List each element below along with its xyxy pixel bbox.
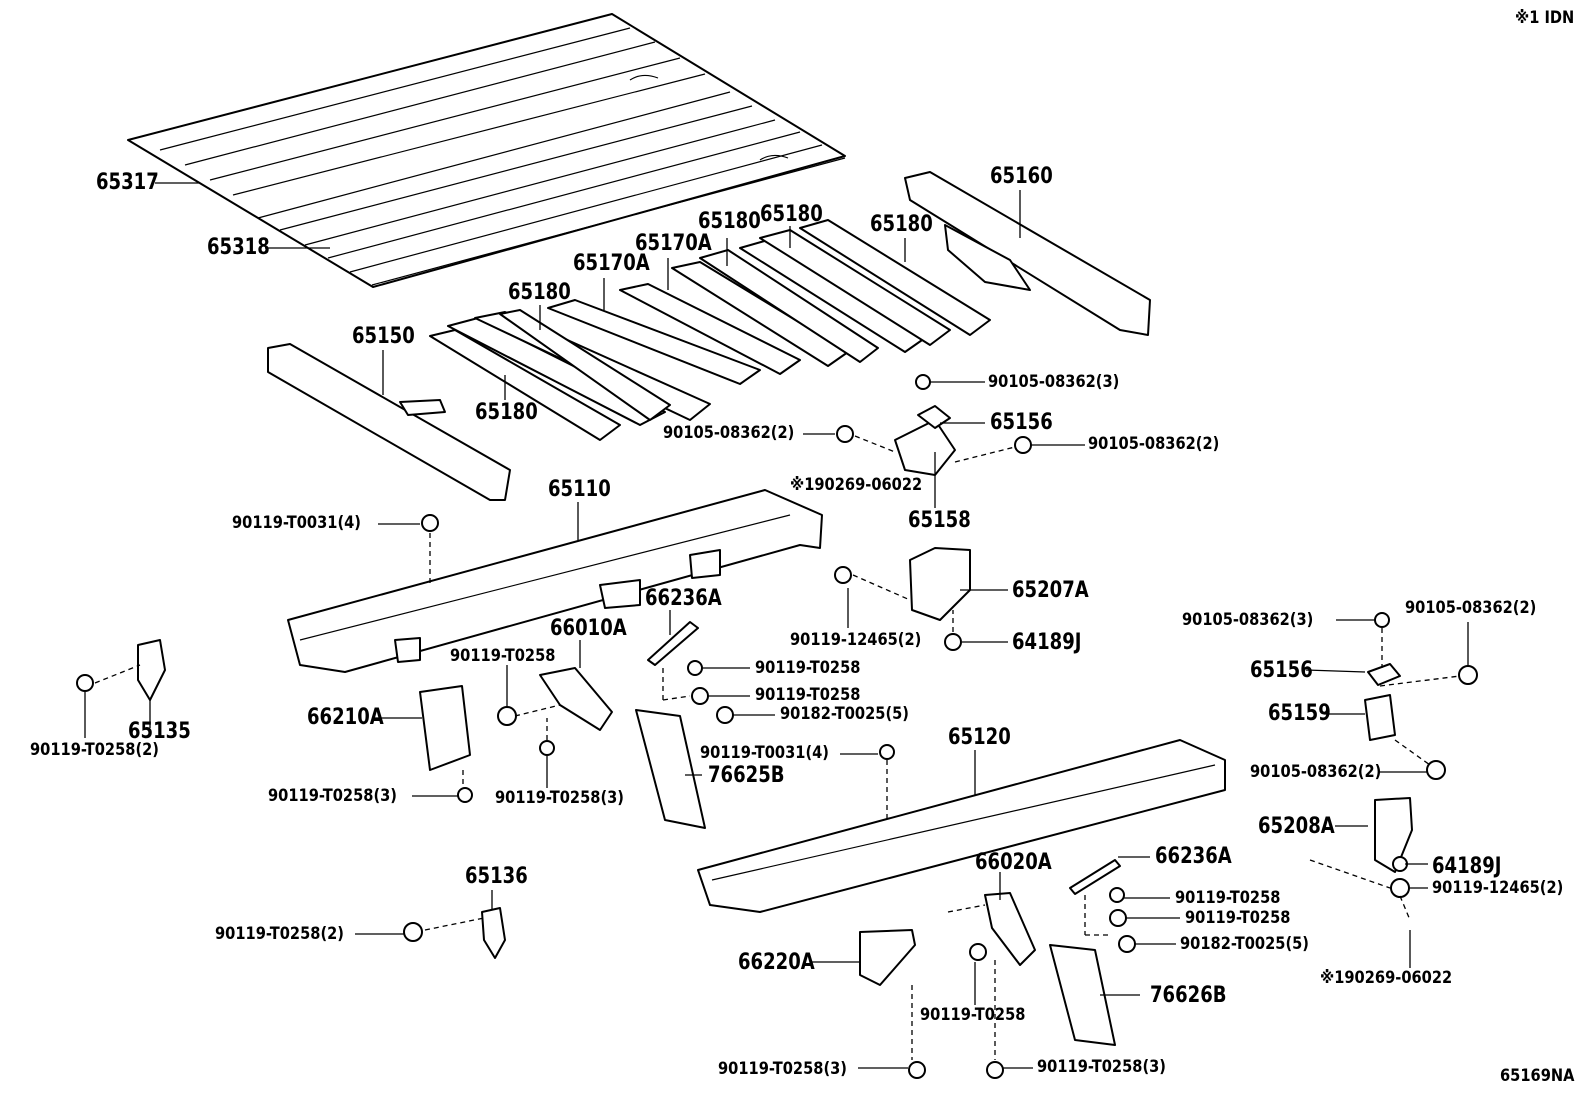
part-label-76626b: 76626B	[1150, 983, 1227, 1008]
part-label-65156: 65156	[990, 410, 1053, 435]
part-label-90119-t0258: 90119-T0258	[755, 685, 861, 705]
figure-code: 65169NA	[1500, 1066, 1575, 1086]
part-label-64189j: 64189J	[1432, 854, 1502, 879]
part-label-90182-t0025: 90182-T0025(5)	[1180, 934, 1309, 954]
part-label-90119-t0258: 90119-T0258(2)	[30, 740, 159, 760]
left-sill	[287, 489, 823, 673]
part-label-65170a: 65170A	[635, 231, 712, 256]
part-label-90105-08362: 90105-08362(2)	[663, 423, 795, 443]
part-label-65208a: 65208A	[1258, 814, 1335, 839]
cross-members	[429, 219, 991, 441]
part-label-90269-06022: ※190269-06022	[790, 475, 923, 495]
right-sill	[697, 739, 1226, 913]
part-label-65150: 65150	[352, 324, 415, 349]
part-label-66236a: 66236A	[1155, 844, 1232, 869]
part-label-90105-08362: 90105-08362(3)	[988, 372, 1120, 392]
part-label-65318: 65318	[207, 235, 270, 260]
part-label-90119-t0258: 90119-T0258(3)	[1037, 1057, 1166, 1077]
part-label-90105-08362: 90105-08362(2)	[1250, 762, 1382, 782]
part-label-65180: 65180	[698, 209, 761, 234]
floor-panel	[127, 13, 846, 288]
part-label-90119-12465: 90119-12465(2)	[1432, 878, 1564, 898]
part-label-90119-t0258: 90119-T0258	[1185, 908, 1291, 928]
brackets	[137, 405, 1413, 1046]
part-label-65207a: 65207A	[1012, 578, 1089, 603]
part-label-65317: 65317	[96, 170, 159, 195]
part-label-90119-t0258: 90119-T0258	[755, 658, 861, 678]
part-label-65135: 65135	[128, 719, 191, 744]
part-label-90119-t0258: 90119-T0258(3)	[268, 786, 397, 806]
part-label-65136: 65136	[465, 864, 528, 889]
part-label-65170a: 65170A	[573, 251, 650, 276]
part-label-65158: 65158	[908, 508, 971, 533]
part-label-65159: 65159	[1268, 701, 1331, 726]
part-label-76625b: 76625B	[708, 763, 785, 788]
part-label-90119-t0258: 90119-T0258	[450, 646, 556, 666]
part-label-90119-t0031: 90119-T0031(4)	[700, 743, 829, 763]
part-label-65156: 65156	[1250, 658, 1313, 683]
part-label-90119-t0258: 90119-T0258(2)	[215, 924, 344, 944]
assembly-lines	[94, 435, 1461, 1060]
part-label-65180: 65180	[870, 212, 933, 237]
part-label-90119-t0258: 90119-T0258(3)	[718, 1059, 847, 1079]
part-label-90119-12465: 90119-12465(2)	[790, 630, 922, 650]
part-label-90269-06022: ※190269-06022	[1320, 968, 1453, 988]
front-cross-member	[904, 171, 1151, 336]
part-label-90119-t0258: 90119-T0258	[1175, 888, 1281, 908]
rear-member	[267, 343, 511, 501]
part-label-66236a: 66236A	[645, 586, 722, 611]
part-label-90119-t0031: 90119-T0031(4)	[232, 513, 361, 533]
leader-lines	[84, 182, 1469, 1069]
part-label-90105-08362: 90105-08362(3)	[1182, 610, 1314, 630]
diagram-note: ※1 IDN	[1515, 8, 1575, 28]
part-label-90119-t0258: 90119-T0258	[920, 1005, 1026, 1025]
part-label-65180: 65180	[475, 400, 538, 425]
part-label-90105-08362: 90105-08362(2)	[1088, 434, 1220, 454]
part-label-65160: 65160	[990, 164, 1053, 189]
part-label-66210a: 66210A	[307, 705, 384, 730]
part-label-66020a: 66020A	[975, 850, 1052, 875]
part-label-90105-08362: 90105-08362(2)	[1405, 598, 1537, 618]
part-label-64189j: 64189J	[1012, 630, 1082, 655]
part-label-65180: 65180	[508, 280, 571, 305]
bolts	[76, 374, 1478, 1079]
part-label-90119-t0258: 90119-T0258(3)	[495, 788, 624, 808]
part-label-65110: 65110	[548, 477, 611, 502]
part-label-66010a: 66010A	[550, 616, 627, 641]
part-label-65180: 65180	[760, 202, 823, 227]
part-label-65120: 65120	[948, 725, 1011, 750]
part-label-90182-t0025: 90182-T0025(5)	[780, 704, 909, 724]
part-label-66220a: 66220A	[738, 950, 815, 975]
